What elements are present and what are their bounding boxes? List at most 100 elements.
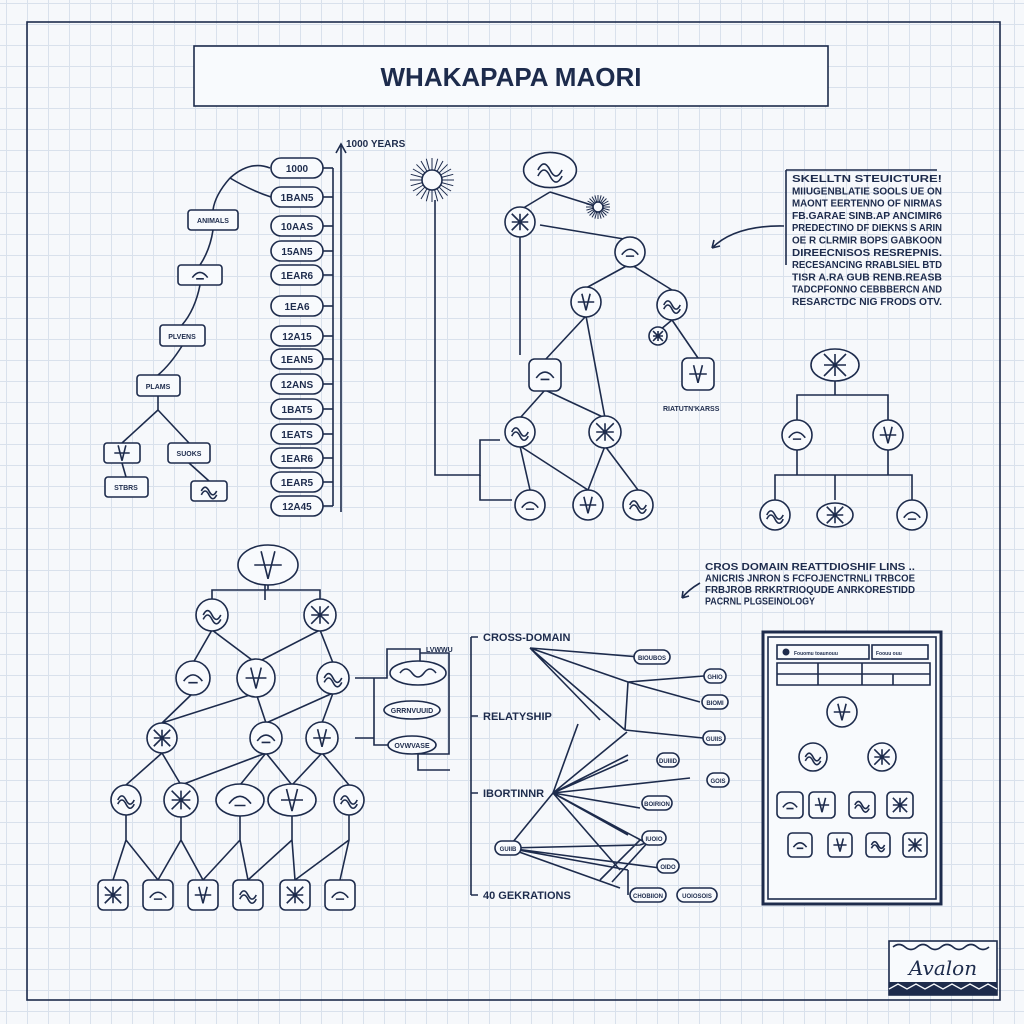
timeline-entry-label: 1EAR6: [281, 271, 314, 282]
connector-line: [529, 647, 705, 739]
connector-line: [161, 692, 334, 724]
network-node-label: BIOMI: [706, 701, 724, 707]
bird-glyph-icon: [331, 891, 349, 900]
wave-glyph-icon: [629, 500, 647, 515]
wave-glyph-icon: [200, 486, 218, 500]
wave-glyph-icon: [870, 840, 886, 853]
bird-glyph-icon: [149, 891, 167, 900]
tree-node: [195, 598, 229, 632]
tree-node: [872, 419, 904, 451]
star-glyph-icon: [873, 748, 891, 766]
wave-icon: [399, 668, 437, 678]
tree-node: [187, 879, 219, 911]
network-node: [633, 649, 671, 665]
connector-line: [229, 177, 272, 198]
star-glyph-icon: [823, 353, 847, 377]
tree-node: [142, 879, 174, 911]
note-line: FB.GARAE SINB.AP ANCIMIR6: [792, 210, 942, 222]
note-arrow-icon: [681, 582, 701, 599]
tree-node: [303, 598, 337, 632]
node-box: [159, 324, 206, 347]
panel-table: [776, 662, 931, 686]
plant-glyph-icon: [879, 426, 897, 444]
connector-line: [125, 752, 350, 786]
network-node-label: GUIIS: [706, 737, 722, 743]
wave-glyph-icon: [663, 300, 681, 315]
node-label-animals: ANIMALS: [197, 218, 229, 225]
network-node: [656, 858, 680, 874]
connector-line: [112, 815, 350, 881]
side-oval: [383, 700, 441, 720]
network-node: [656, 752, 680, 768]
note-bracket: [785, 169, 937, 265]
bird-glyph-icon: [521, 501, 539, 510]
tree-node: [333, 784, 365, 816]
cross-domain-network: CROSS-DOMAIN RELATYSHIP IBORTINNR 40 GEK…: [470, 632, 730, 903]
tree-node: [103, 442, 141, 464]
timeline-entry-label: 1BAN5: [281, 193, 314, 204]
star-glyph-icon: [595, 422, 615, 442]
connector-line: [519, 389, 546, 419]
tree-node: [232, 879, 264, 911]
star-glyph-icon: [907, 837, 923, 853]
node-box: [104, 476, 149, 498]
tree-node: [787, 832, 813, 858]
node-frame: [142, 879, 174, 911]
tree-node: [215, 783, 265, 817]
star-glyph-icon: [652, 330, 664, 342]
timeline-arrow-icon: [335, 142, 347, 154]
skeleton-note: SKELLTN STEUICTURE!MIIUGENBLATIE SOOLS U…: [711, 169, 942, 308]
node-frame: [528, 358, 562, 392]
timeline-axis-label: 1000 YEARS: [346, 139, 406, 150]
connector-line: [121, 396, 190, 444]
tree-node: [681, 357, 715, 391]
bird-glyph-icon: [535, 371, 555, 381]
plant-glyph-icon: [814, 797, 830, 813]
tree-node: [236, 658, 276, 698]
node-frame: [787, 832, 813, 858]
plant-glyph-icon: [281, 788, 303, 812]
plant-glyph-icon: [833, 838, 847, 852]
wave-glyph-icon: [323, 672, 343, 688]
network-node-label: CHOBIION: [633, 894, 663, 900]
side-oval: [387, 735, 437, 755]
timeline-entries: 10001BAN510AAS15AN51EAR61EA612A151EAN512…: [270, 157, 334, 517]
node-frame: [776, 791, 804, 819]
bird-glyph-icon: [256, 734, 276, 744]
wave-glyph-icon: [766, 510, 784, 525]
node-frame: [896, 499, 928, 531]
tree-node: [808, 791, 836, 819]
tree-node: [798, 742, 828, 772]
note-line: ANICRIS JNRON S FCFOJENCTRNLI TRBCOE: [705, 574, 915, 585]
tree-node: [902, 832, 928, 858]
connector-line: [585, 263, 631, 289]
framed-panel: Fouomu toaunouu Foouu ouu: [761, 630, 943, 906]
network-node-label: OIDO: [660, 865, 676, 871]
node-frame: [614, 236, 646, 268]
bird-glyph-icon: [183, 674, 203, 684]
tree-node: [781, 419, 813, 451]
tree-node: [886, 791, 914, 819]
bird-glyph-icon: [788, 431, 806, 440]
tree-node: [522, 151, 578, 189]
side-oval-icon: [389, 660, 447, 686]
wave-glyph-icon: [537, 163, 563, 183]
tree-node: [816, 502, 854, 528]
note-line: OE R CLRMIR BOPS GABKOON: [792, 235, 942, 247]
connector-line: [544, 389, 606, 419]
network-label: RELATYSHIP: [483, 711, 552, 723]
star-glyph-icon: [153, 729, 171, 747]
side-item: OVWVASE: [394, 743, 430, 750]
tree-node: [504, 206, 536, 238]
connector-line: [671, 319, 699, 359]
tree-node: [826, 696, 858, 728]
connector-line: [774, 450, 913, 500]
plant-glyph-icon: [577, 293, 595, 311]
note-line: CROS DOMAIN REATTDIOSHIF LINS ..: [705, 562, 915, 573]
connector-line: [199, 229, 214, 266]
sun-icon: [586, 195, 610, 219]
bird-glyph-icon: [191, 271, 209, 280]
connector-line: [229, 164, 271, 179]
connector-line: [519, 445, 589, 491]
panel-header-left: Fouomu toaunouu: [794, 651, 838, 657]
